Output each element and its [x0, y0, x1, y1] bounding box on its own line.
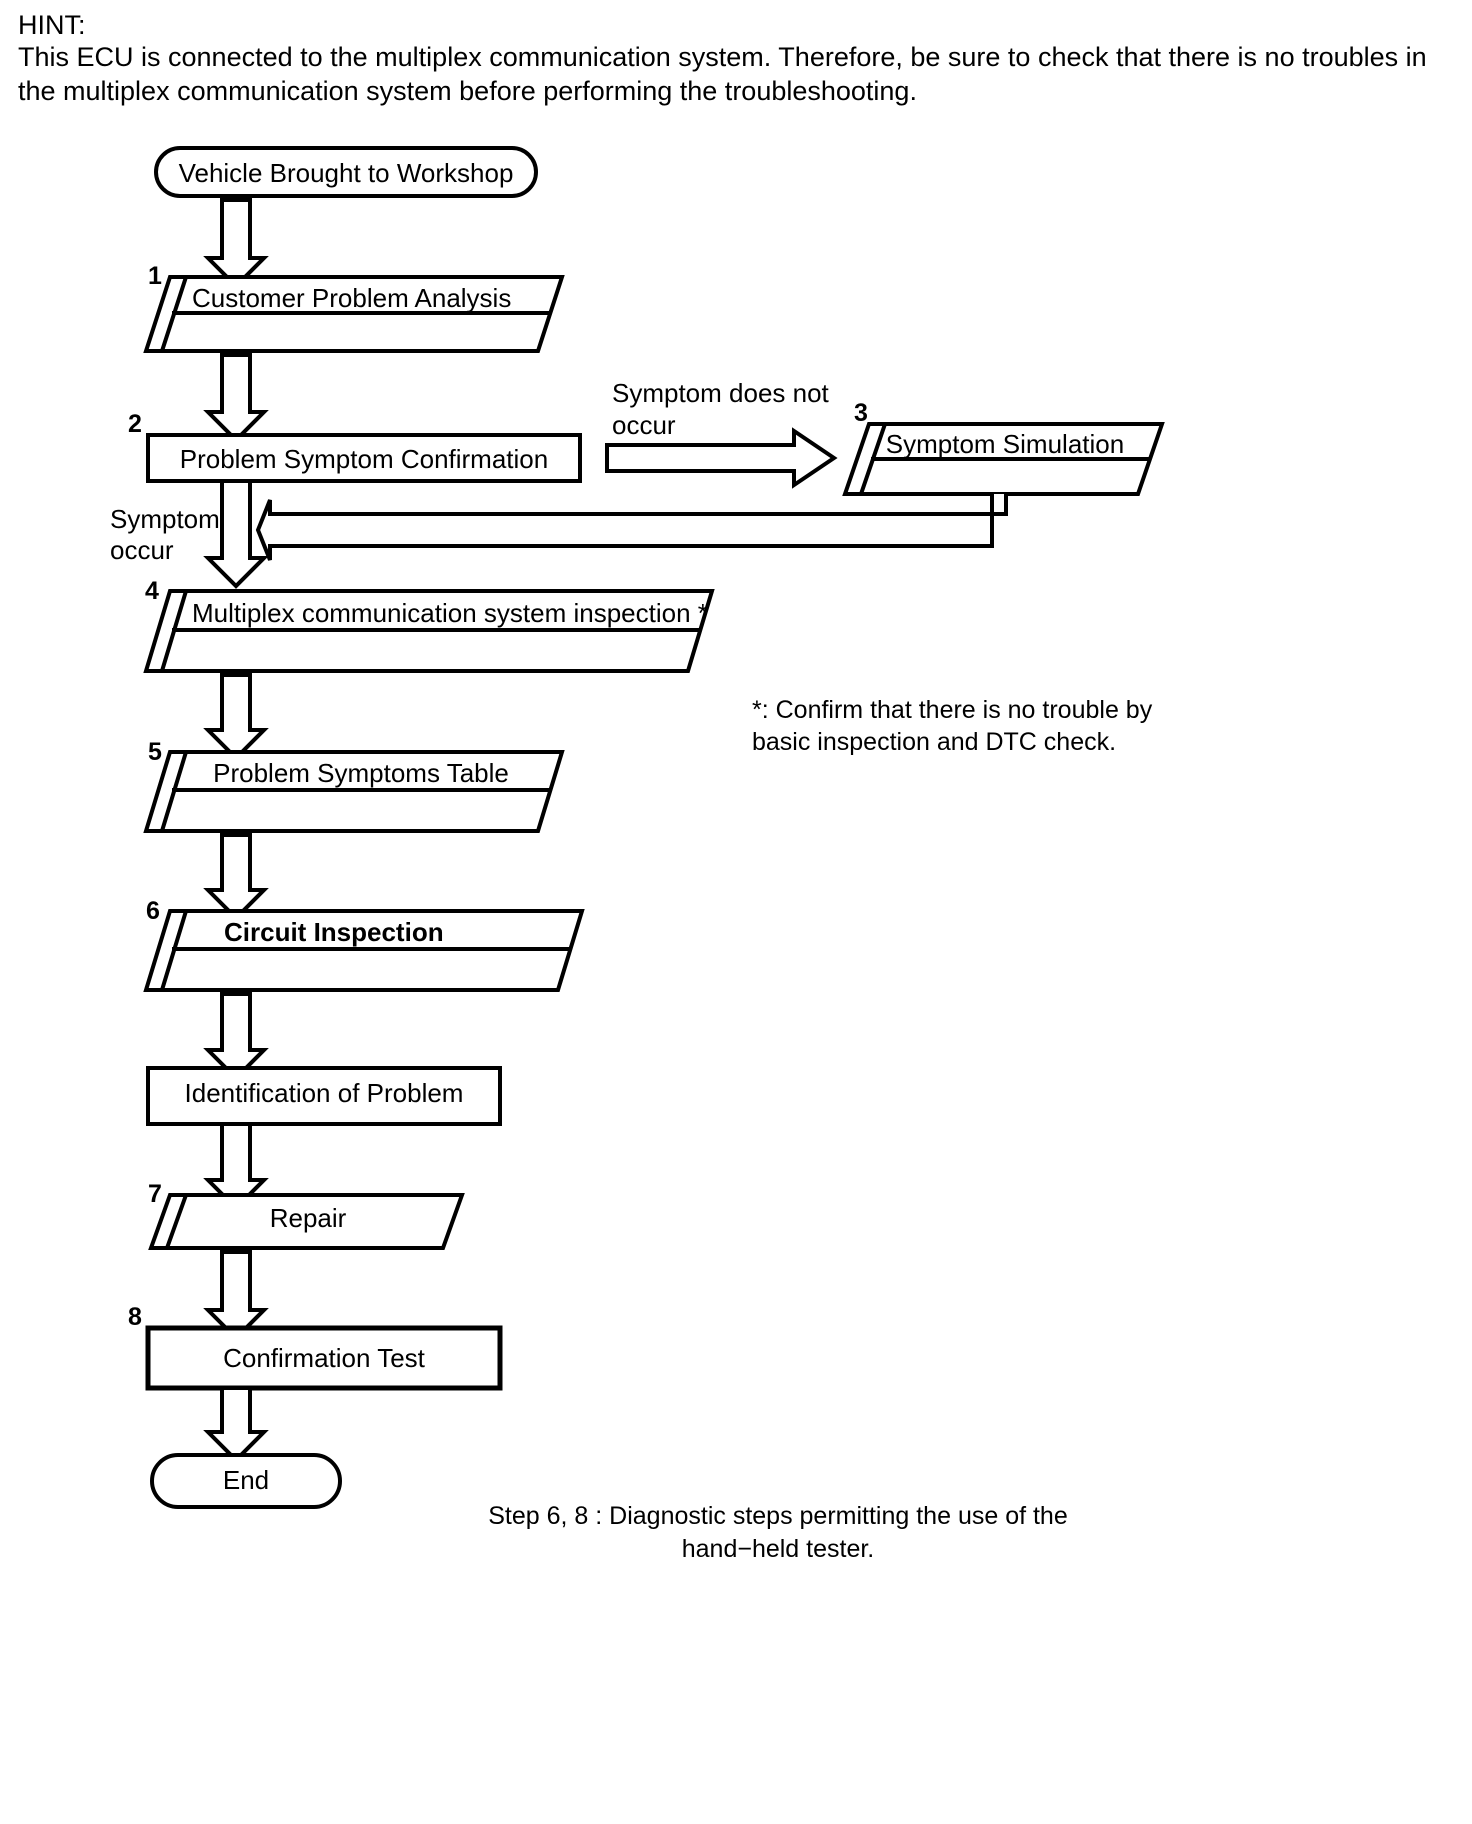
node-1-label: Customer Problem Analysis [192, 283, 512, 313]
arrow-2-to-4 [203, 479, 269, 589]
arrow-8-to-end [203, 1386, 269, 1463]
node-identification-label: Identification of Problem [184, 1078, 464, 1108]
node-1-shape [143, 275, 565, 353]
node-2-shape [146, 433, 582, 483]
step-number-7: 7 [148, 1180, 162, 1208]
step-number-4: 4 [145, 577, 159, 605]
feedback-loop-3-to-4 [255, 494, 1008, 561]
step-number-3: 3 [854, 399, 868, 427]
footer-note-line2: hand−held tester. [681, 1535, 875, 1563]
node-4-shape [143, 589, 715, 673]
edge-label-symptom-not-occur-line1: Symptom does not [612, 378, 829, 408]
step-number-5: 5 [148, 738, 162, 766]
node-7-label: Repair [269, 1203, 347, 1233]
arrow-6-to-identification [203, 992, 269, 1081]
node-7-shape [148, 1193, 465, 1250]
footer-note-line1: Step 6, 8 : Diagnostic steps permitting … [488, 1502, 1068, 1530]
asterisk-note-line2: basic inspection and DTC check. [752, 728, 1117, 756]
node-end [150, 1453, 342, 1509]
edge-label-symptom-occur-line1: Symptom [110, 504, 220, 534]
node-6-label: Circuit Inspection [224, 917, 444, 947]
edge-label-symptom-occur-line2: occur [110, 535, 174, 565]
step-number-6: 6 [146, 897, 160, 925]
node-5-shape [143, 750, 565, 833]
node-2-label: Problem Symptom Confirmation [179, 444, 549, 474]
step-number-8: 8 [128, 1303, 142, 1331]
node-3-label: Symptom Simulation [885, 429, 1125, 459]
node-end-label: End [222, 1465, 270, 1495]
node-5-label: Problem Symptoms Table [213, 758, 509, 788]
step-number-2: 2 [128, 410, 142, 438]
arrow-7-to-8 [203, 1250, 269, 1341]
node-6-shape [143, 909, 585, 992]
edge-label-symptom-not-occur-line2: occur [612, 410, 676, 440]
arrow-5-to-6 [203, 833, 269, 921]
hint-body: This ECU is connected to the multiplex c… [18, 42, 1435, 107]
asterisk-note-line1: *: Confirm that there is no trouble by [752, 696, 1153, 724]
node-8-shape [145, 1325, 503, 1391]
step-number-1: 1 [148, 262, 162, 290]
node-3-shape [842, 422, 1165, 496]
hint-label: HINT: [18, 10, 86, 40]
arrow-1-to-2 [203, 353, 269, 443]
node-8-label: Confirmation Test [223, 1343, 425, 1373]
arrow-4-to-5 [203, 673, 269, 761]
arrow-2-to-3 [605, 427, 838, 489]
node-4-label: Multiplex communication system inspectio… [192, 598, 708, 628]
arrow-start-to-1 [203, 198, 269, 289]
node-identification-shape [146, 1066, 502, 1126]
node-start [154, 146, 538, 198]
node-start-label: Vehicle Brought to Workshop [178, 158, 514, 188]
